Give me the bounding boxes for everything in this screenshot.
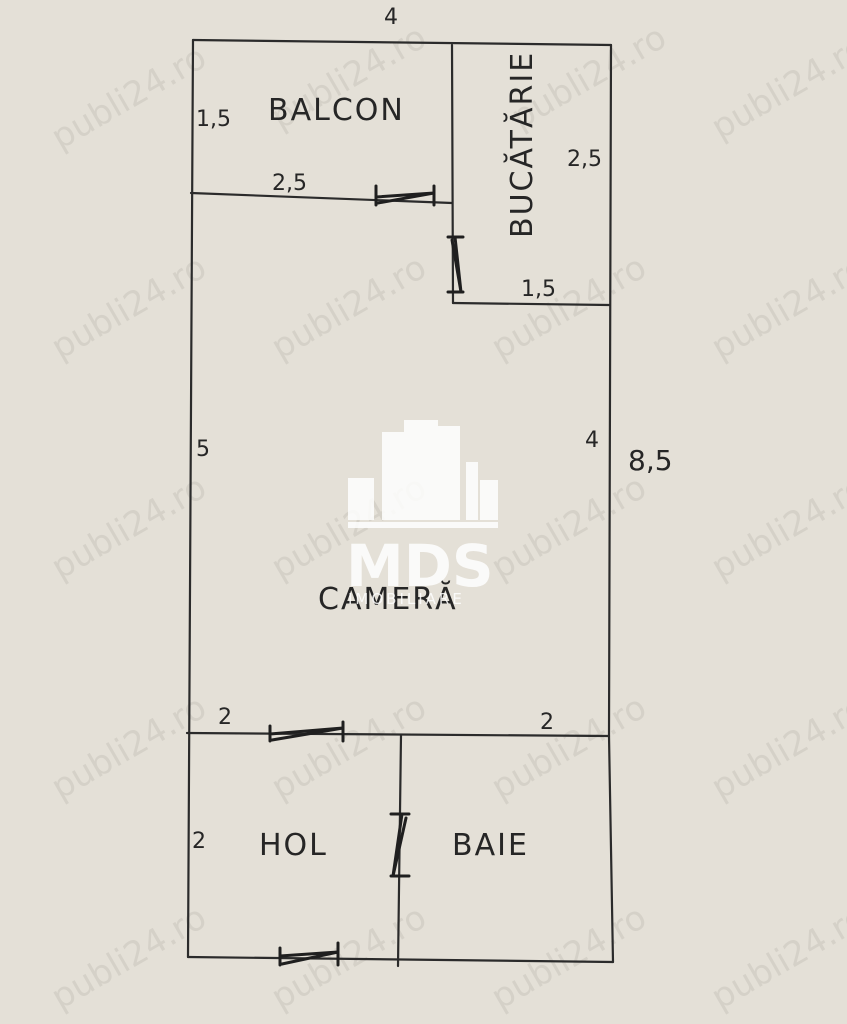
watermark-text: publi24.ro [45,37,214,158]
dim-bucatarie-width: 1,5 [521,277,556,302]
dim-baie-width: 2 [540,710,554,735]
dim-camera-right-height: 4 [585,428,599,453]
watermark-text: publi24.ro [705,467,847,588]
watermark-text: publi24.ro [485,897,654,1018]
logo-building-bar [480,480,498,520]
watermark-text: publi24.ro [485,687,654,808]
logo-building-bar [466,462,478,520]
room-label-bucatarie: BUCĂTĂRIE [503,51,540,238]
door-baie [389,812,411,878]
dim-balcon-height: 1,5 [196,107,231,132]
wall-bucatarie-bottom [451,301,611,307]
dim-bucatarie-height: 2,5 [567,147,602,172]
door-entrance [278,941,340,967]
dimension-labels: 4 1,5 2,5 2,5 1,5 5 4 8,5 2 2 2 [192,5,673,854]
watermark-text: publi24.ro [705,897,847,1018]
watermark-text: publi24.ro [705,247,847,368]
watermark-text: publi24.ro [705,687,847,808]
logo-building-bar [404,420,438,520]
wall-right-lower [607,734,615,964]
mds-logo: MDS IMOBILIARE [346,420,498,608]
logo-subtext: IMOBILIARE [348,590,465,608]
walls [185,38,615,968]
doors [268,184,465,967]
logo-text: MDS [346,532,494,600]
logo-building-bar [382,432,404,520]
dim-total-height: 8,5 [628,444,673,477]
wall-bucatarie-left [450,43,455,305]
room-label-balcon: BALCON [268,93,405,128]
wall-right-upper [607,43,613,738]
room-label-baie: BAIE [452,828,529,863]
watermark-text: publi24.ro [485,247,654,368]
wall-top [191,38,613,47]
door-bucatarie [446,235,465,294]
logo-base-line [348,522,498,528]
door-camera-hol [268,720,345,743]
dim-top-width: 4 [384,5,398,30]
watermark-text: publi24.ro [705,27,847,148]
wall-balcon-bottom [189,191,454,205]
watermark-text: publi24.ro [265,247,434,368]
door-balcon [374,184,436,207]
dim-balcon-width: 2,5 [272,171,307,196]
watermark-text: publi24.ro [45,247,214,368]
watermark-text: publi24.ro [265,687,434,808]
dim-hol-height: 2 [192,829,206,854]
dim-hol-width: 2 [218,705,232,730]
watermark-text: publi24.ro [45,467,214,588]
logo-building-bar [348,478,374,520]
dim-camera-left-height: 5 [196,437,210,462]
wall-camera-bottom [185,731,611,738]
room-label-hol: HOL [259,828,328,863]
logo-building-bar [438,426,460,520]
room-label-camera: CAMERĂ [318,580,458,617]
room-labels: BALCON BUCĂTĂRIE CAMERĂ HOL BAIE [259,51,540,863]
watermark-text: publi24.ro [485,467,654,588]
wall-bottom [186,955,615,964]
